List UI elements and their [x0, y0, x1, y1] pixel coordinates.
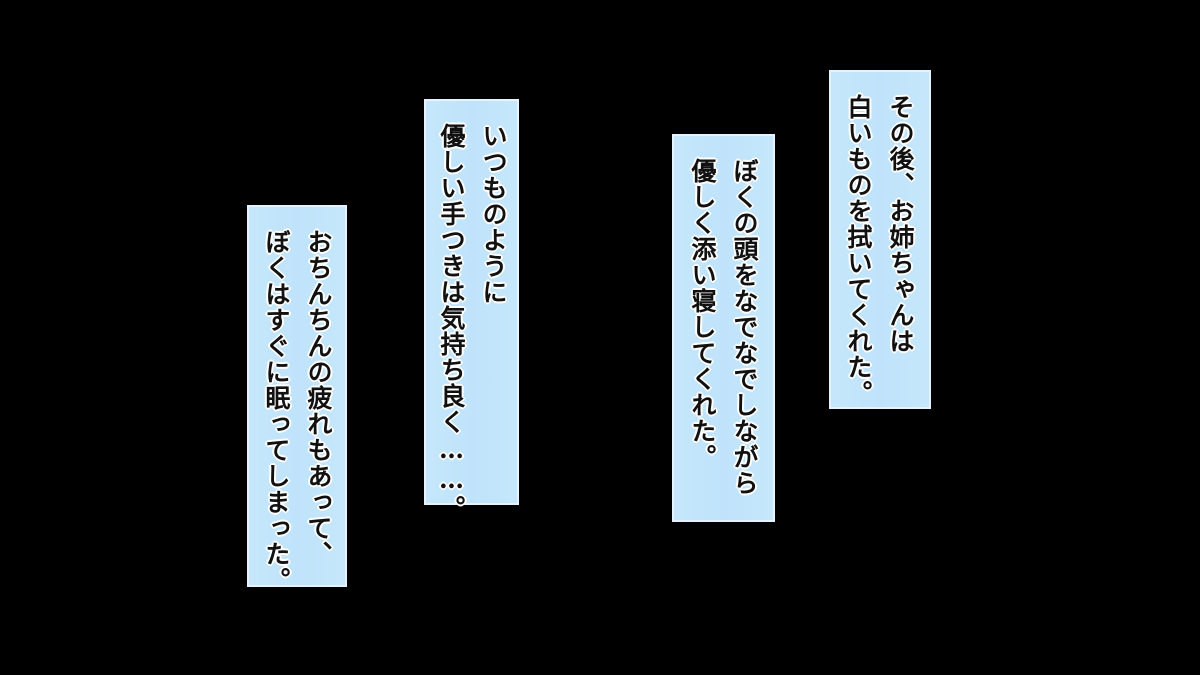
narration-panel-4: おちんちんの疲れもあって、 ぼくはすぐに眠ってしまった。 [247, 205, 347, 593]
narration-line: ぼくはすぐに眠ってしまった。 [262, 229, 291, 593]
narration-text-2: ぼくの頭をなでなでしながら 優しく添い寝してくれた。 [681, 158, 765, 496]
narration-line: 白いものを拭いてくれた。 [844, 94, 873, 406]
narration-line: おちんちんの疲れもあって、 [304, 229, 333, 567]
narration-line: ぼくの頭をなでなでしながら [730, 158, 759, 496]
narration-line: その後、お姉ちゃんは [886, 94, 915, 354]
narration-panel-3: いつものように 優しい手つきは気持ち良く……。 [424, 99, 519, 521]
narration-panel-2: ぼくの頭をなでなでしながら 優しく添い寝してくれた。 [672, 134, 775, 522]
narration-text-1: その後、お姉ちゃんは 白いものを拭いてくれた。 [837, 94, 921, 406]
narration-line: 優しく添い寝してくれた。 [688, 158, 717, 470]
narration-line: 優しい手つきは気持ち良く……。 [437, 123, 466, 521]
narration-text-3: いつものように 優しい手つきは気持ち良く……。 [430, 123, 514, 521]
narration-line: いつものように [479, 123, 508, 305]
narration-text-4: おちんちんの疲れもあって、 ぼくはすぐに眠ってしまった。 [255, 229, 339, 593]
narration-panel-1: その後、お姉ちゃんは 白いものを拭いてくれた。 [829, 70, 931, 409]
